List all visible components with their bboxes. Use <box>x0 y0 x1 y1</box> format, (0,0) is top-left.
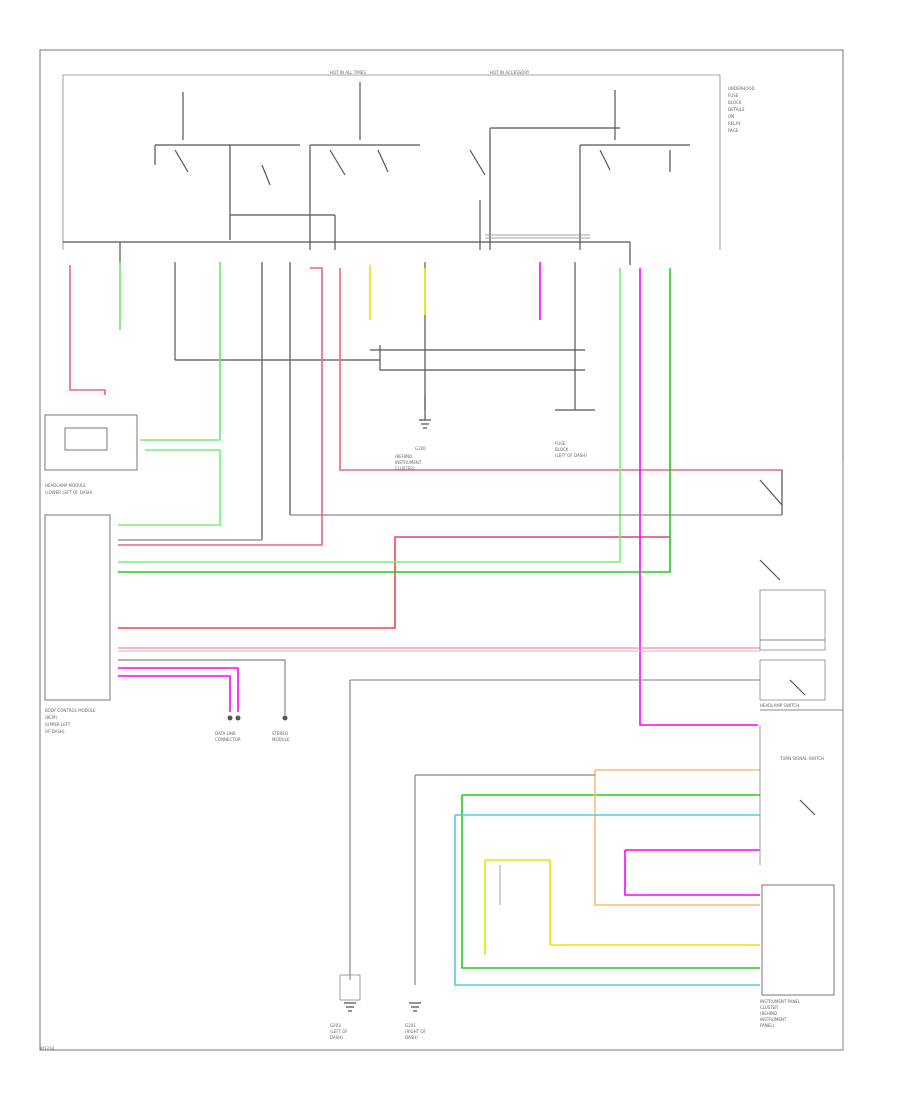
svg-text:INSTRUMENT: INSTRUMENT <box>760 1017 787 1022</box>
svg-text:G201: G201 <box>405 1023 416 1028</box>
red-wires <box>69 265 782 629</box>
bcm-label: BODY CONTROL MODULE <box>45 708 96 713</box>
gray-wires <box>118 514 843 985</box>
connector-columns <box>119 242 585 540</box>
svg-text:DETAILS: DETAILS <box>728 107 745 112</box>
svg-text:(LOWER LEFT OF DASH): (LOWER LEFT OF DASH) <box>45 490 93 495</box>
svg-text:INSTRUMENT: INSTRUMENT <box>395 460 422 465</box>
svg-text:TURN SIGNAL SWITCH: TURN SIGNAL SWITCH <box>779 756 824 761</box>
svg-text:BLOCK: BLOCK <box>555 447 569 452</box>
svg-text:OF DASH): OF DASH) <box>45 729 65 734</box>
svg-text:BLOCK: BLOCK <box>728 100 742 105</box>
yellow-wires <box>369 265 760 955</box>
right-switches: HEADLAMP SWITCH <box>759 460 844 1050</box>
body-control-module: BODY CONTROL MODULE (BCM) (UPPER LEFT OF… <box>44 514 111 734</box>
svg-text:(LEFT OF DASH): (LEFT OF DASH) <box>555 453 587 458</box>
svg-text:RELAY: RELAY <box>728 121 741 126</box>
svg-text:(UPPER LEFT: (UPPER LEFT <box>45 722 71 727</box>
svg-text:INSTRUMENT PANEL: INSTRUMENT PANEL <box>760 999 801 1004</box>
turn-signal-switch: TURN SIGNAL SWITCH <box>759 725 824 865</box>
svg-text:DATA LINK: DATA LINK <box>215 731 236 736</box>
ground-right: G201 (RIGHT OF DASH) <box>405 1002 426 1040</box>
main-bus <box>63 234 631 265</box>
svg-text:G200: G200 <box>415 446 426 451</box>
svg-text:G203: G203 <box>330 1023 341 1028</box>
svg-text:(RIGHT OF: (RIGHT OF <box>405 1029 426 1034</box>
svg-text:CONNECTOR: CONNECTOR <box>215 737 241 742</box>
svg-text:HEADLAMP SWITCH: HEADLAMP SWITCH <box>760 703 799 708</box>
svg-text:UNDERHOOD: UNDERHOOD <box>728 86 755 91</box>
svg-text:DASH): DASH) <box>405 1035 418 1040</box>
svg-text:STEREO: STEREO <box>272 731 288 736</box>
header-hot-in-run: HOT IN ALL TIMES <box>330 70 366 75</box>
instrument-cluster: INSTRUMENT PANEL CLUSTER (BEHIND INSTRUM… <box>760 884 835 1028</box>
svg-text:(LEFT OF: (LEFT OF <box>330 1029 348 1034</box>
svg-text:(BCM): (BCM) <box>45 715 57 720</box>
bcm-connectors: DATA LINK CONNECTOR STEREO MODULE <box>215 715 290 742</box>
tan-wires <box>118 647 760 906</box>
ground-left: G203 (LEFT OF DASH) <box>330 974 361 1040</box>
svg-text:PANEL): PANEL) <box>760 1023 775 1028</box>
headlamp-module-label: HEADLAMP MODULE <box>45 483 86 488</box>
green-wires <box>118 262 760 969</box>
footer-code: W1234 <box>40 1046 55 1051</box>
headlamp-module: HEADLAMP MODULE (LOWER LEFT OF DASH) <box>44 414 138 495</box>
svg-text:CLUSTER): CLUSTER) <box>395 466 415 471</box>
fuse-block-right: FUSE BLOCK (LEFT OF DASH) <box>555 380 595 458</box>
side-note-right: UNDERHOOD FUSE BLOCK DETAILS ON RELAY PA… <box>728 86 755 133</box>
svg-text:CLUSTER: CLUSTER <box>760 1005 778 1010</box>
svg-text:(BEHIND: (BEHIND <box>760 1011 777 1016</box>
svg-text:(BEHIND: (BEHIND <box>395 454 412 459</box>
cyan-wires <box>454 814 760 986</box>
svg-text:DASH): DASH) <box>330 1035 343 1040</box>
svg-text:FUSE: FUSE <box>728 93 739 98</box>
diagram-frame <box>39 49 844 1051</box>
header-hot-accessory: HOT IN ACCESSORY <box>490 70 530 75</box>
svg-text:MODULE: MODULE <box>272 737 290 742</box>
svg-text:ON: ON <box>728 114 734 119</box>
top-bus: HOT IN ALL TIMES HOT IN ACCESSORY <box>62 70 721 250</box>
svg-text:FUSE: FUSE <box>555 441 566 446</box>
ground-center: G200 (BEHIND INSTRUMENT CLUSTER) <box>395 395 431 471</box>
relay-group <box>154 82 690 250</box>
magenta-wires <box>118 262 760 896</box>
svg-text:PAGE: PAGE <box>728 128 739 133</box>
